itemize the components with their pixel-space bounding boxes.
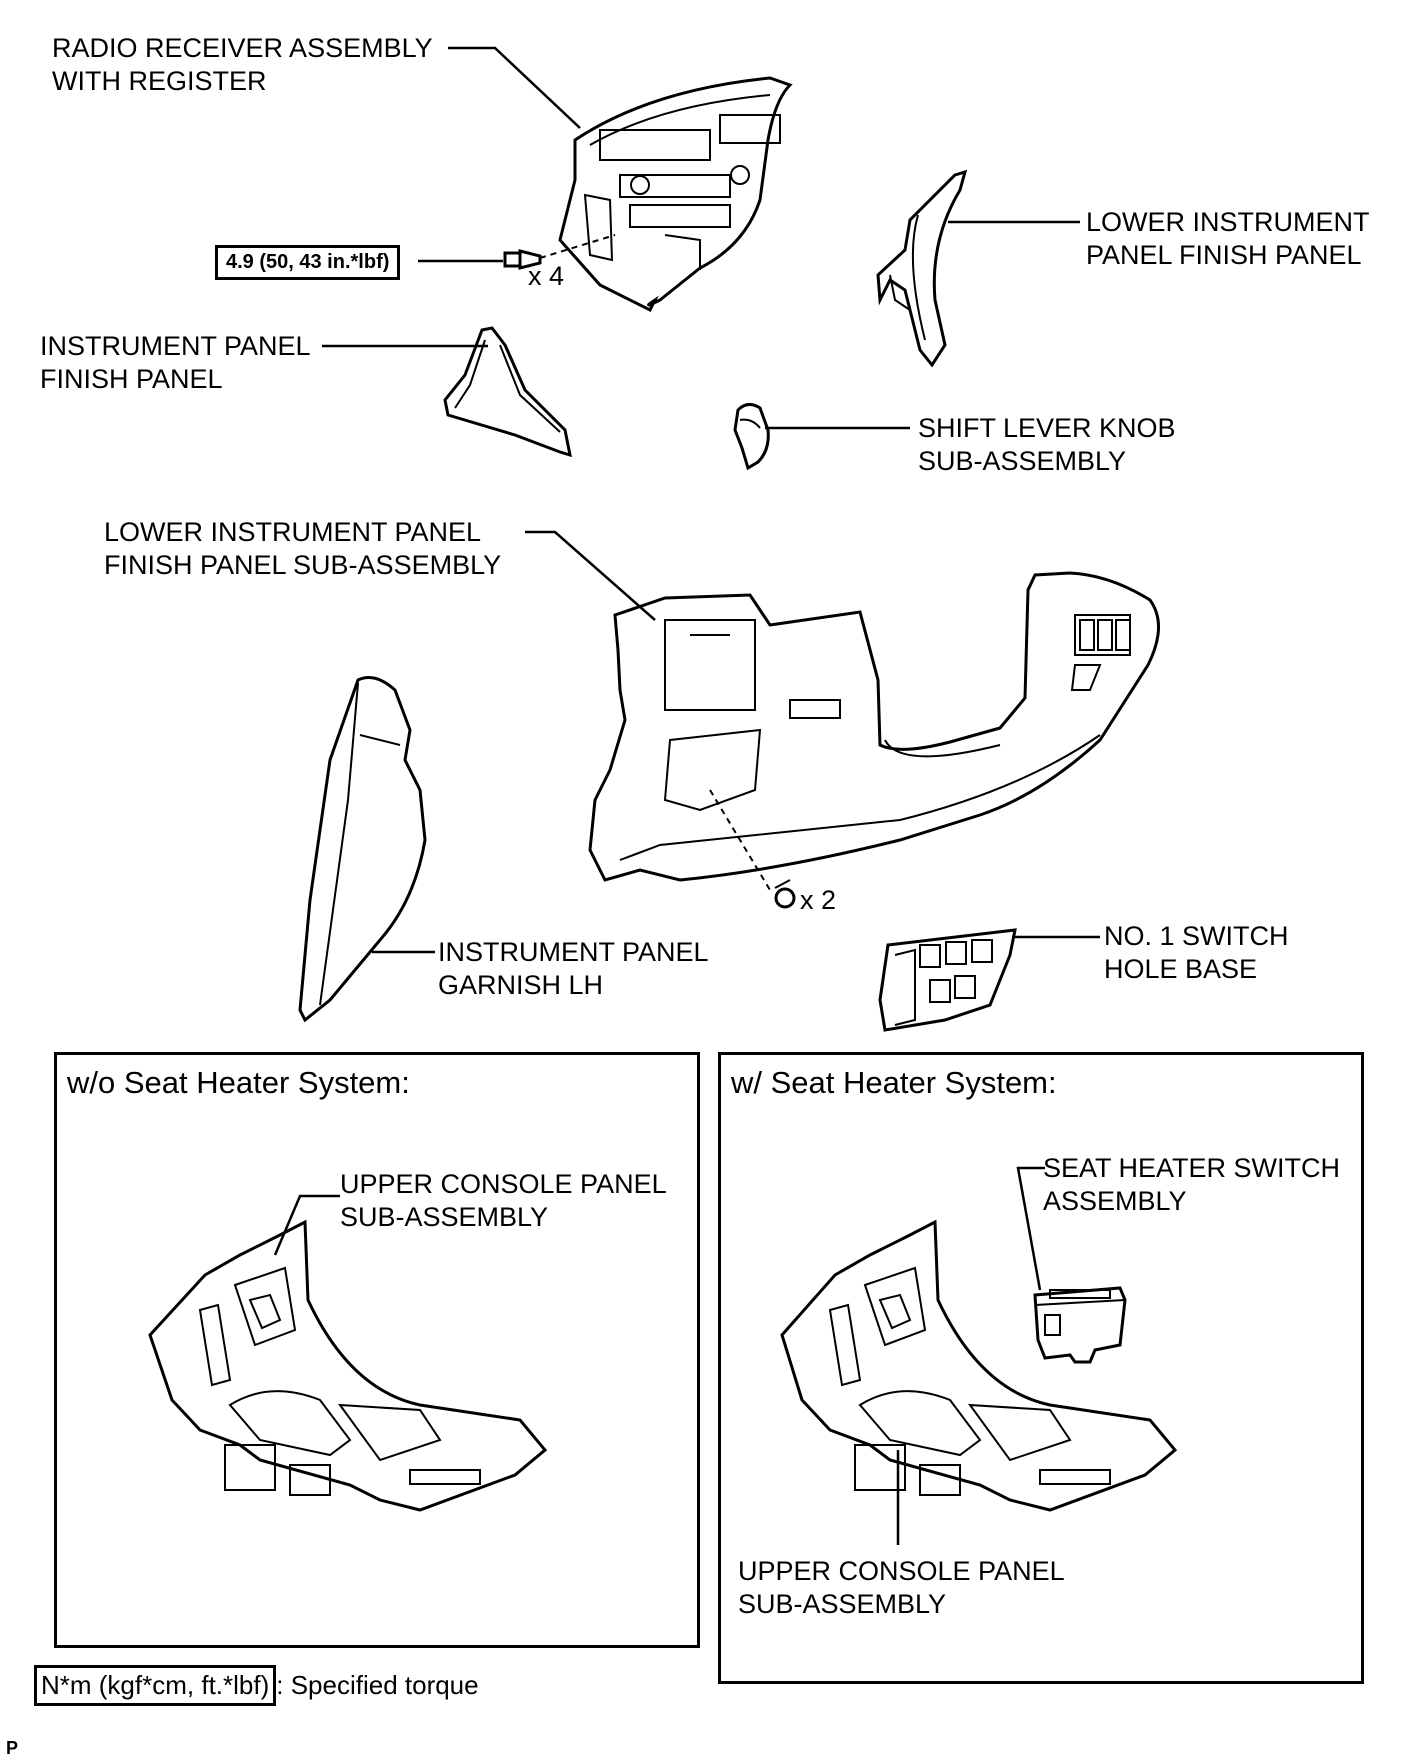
lower-instrument-panel-finish-panel-sub-assembly-part [588, 571, 1160, 882]
seat-heater-leader-line [1016, 1166, 1045, 1291]
panel-screw-quantity: x 2 [800, 885, 837, 915]
label-line: FINISH PANEL SUB-ASSEMBLY [104, 550, 502, 580]
instrument-panel-finish-panel-part [443, 326, 572, 458]
panel-screw-dashed-line [709, 789, 771, 891]
label-line: SHIFT LEVER KNOB [918, 413, 1176, 443]
without-seat-heater-box: w/o Seat Heater System: [54, 1052, 700, 1648]
label-line: SUB-ASSEMBLY [918, 446, 1127, 476]
torque-spec-box: 4.9 (50, 43 in.*lbf) [215, 245, 401, 280]
label-line: GARNISH LH [438, 970, 604, 1000]
label-upper-console-panel-w: UPPER CONSOLE PANEL SUB-ASSEMBLY [738, 1555, 1065, 1621]
torque-legend: N*m (kgf*cm, ft.*lbf): Specified torque [34, 1665, 479, 1706]
with-seat-heater-box: w/ Seat Heater System: [718, 1052, 1364, 1684]
upper-console-panel-wo-part [148, 1219, 548, 1512]
without-seat-heater-title: w/o Seat Heater System: [67, 1065, 410, 1100]
radio-receiver-assembly-part [558, 76, 793, 313]
label-line: FINISH PANEL [40, 364, 223, 394]
label-line: SUB-ASSEMBLY [340, 1202, 549, 1232]
seat-heater-switch-assembly-part [1033, 1286, 1127, 1364]
label-line: UPPER CONSOLE PANEL [738, 1556, 1065, 1586]
with-seat-heater-title: w/ Seat Heater System: [731, 1065, 1057, 1100]
label-line: INSTRUMENT PANEL [438, 937, 709, 967]
radio-leader-line [448, 46, 581, 129]
label-shift-lever-knob: SHIFT LEVER KNOB SUB-ASSEMBLY [918, 412, 1176, 478]
lower-instrument-panel-finish-panel-part [876, 169, 968, 368]
label-seat-heater-switch-assembly: SEAT HEATER SWITCH ASSEMBLY [1043, 1152, 1340, 1218]
upper-console-panel-w-part [780, 1219, 1178, 1512]
label-line: HOLE BASE [1104, 954, 1258, 984]
label-upper-console-panel-wo: UPPER CONSOLE PANEL SUB-ASSEMBLY [340, 1168, 667, 1234]
label-line: SEAT HEATER SWITCH [1043, 1153, 1341, 1183]
label-line: PANEL FINISH PANEL [1086, 240, 1362, 270]
label-lower-instrument-panel-finish-panel-sub-assembly: LOWER INSTRUMENT PANEL FINISH PANEL SUB-… [104, 516, 501, 582]
upper-console-wo-leader-line [273, 1194, 340, 1256]
no1-switch-hole-base-part [878, 928, 1017, 1032]
label-line: INSTRUMENT PANEL [40, 331, 311, 361]
label-line: NO. 1 SWITCH [1104, 921, 1289, 951]
torque-legend-text: : Specified torque [276, 1670, 479, 1700]
label-line: SUB-ASSEMBLY [738, 1589, 947, 1619]
sub-assembly-leader-line [525, 530, 656, 621]
label-instrument-panel-finish-panel: INSTRUMENT PANEL FINISH PANEL [40, 330, 311, 396]
radio-bolt-quantity: x 4 [528, 261, 565, 291]
corner-mark: P [6, 1738, 19, 1758]
panel-screw-part [774, 879, 796, 909]
label-radio-receiver-assembly: RADIO RECEIVER ASSEMBLY WITH REGISTER [52, 32, 433, 98]
radio-bolt-part [503, 249, 542, 270]
label-lower-instrument-panel-finish-panel: LOWER INSTRUMENT PANEL FINISH PANEL [1086, 206, 1370, 272]
label-line: WITH REGISTER [52, 66, 267, 96]
radio-bolt-dashed-line [539, 234, 616, 259]
label-no1-switch-hole-base: NO. 1 SWITCH HOLE BASE [1104, 920, 1289, 986]
torque-legend-unit-box: N*m (kgf*cm, ft.*lbf) [34, 1665, 277, 1706]
label-line: LOWER INSTRUMENT [1086, 207, 1370, 237]
shift-lever-knob-part [733, 403, 770, 471]
label-line: RADIO RECEIVER ASSEMBLY [52, 33, 433, 63]
instrument-panel-garnish-lh-part [298, 676, 427, 1023]
label-line: LOWER INSTRUMENT PANEL [104, 517, 482, 547]
label-line: ASSEMBLY [1043, 1186, 1187, 1216]
label-line: UPPER CONSOLE PANEL [340, 1169, 667, 1199]
label-instrument-panel-garnish-lh: INSTRUMENT PANEL GARNISH LH [438, 936, 709, 1002]
